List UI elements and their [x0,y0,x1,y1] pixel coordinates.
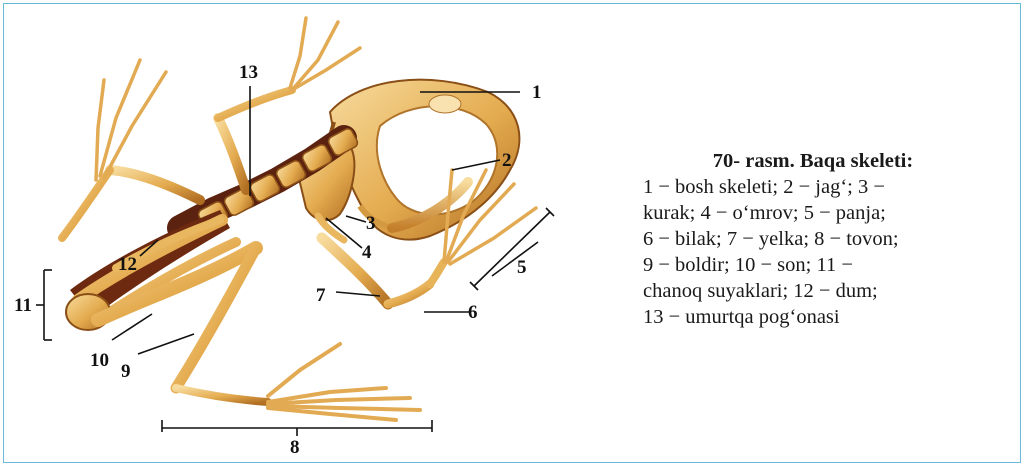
bracket-5 [470,208,554,290]
caption-line: 6 − bilak; 7 − yelka; 8 − tovon; [643,226,1023,252]
caption-line: 13 − umurtqa pog‘onasi [643,304,1023,330]
label-4: 4 [362,243,372,262]
bracket-11 [36,270,52,340]
label-5: 5 [517,258,527,277]
label-11: 11 [14,296,32,315]
label-8: 8 [290,438,300,457]
label-13: 13 [239,63,258,82]
label-12: 12 [118,255,137,274]
label-1: 1 [532,83,542,102]
caption-line: 1 − bosh skeleti; 2 − jag‘; 3 − [643,174,1023,200]
label-3: 3 [366,214,376,233]
label-2: 2 [502,151,512,170]
caption-title: 70- rasm. Baqa skeleti: [643,148,983,174]
label-9: 9 [121,362,131,381]
label-6: 6 [468,303,478,322]
left-forelimb [62,60,200,238]
bracket-8 [162,420,432,436]
leader-9 [138,334,194,354]
caption-line: kurak; 4 − o‘mrov; 5 − panja; [643,200,1023,226]
caption-line: 9 − boldir; 10 − son; 11 − [643,252,1023,278]
label-10: 10 [90,351,109,370]
figure-caption: 70- rasm. Baqa skeleti: 1 − bosh skeleti… [643,148,1023,330]
leader-3 [346,216,366,222]
label-7: 7 [316,286,326,305]
caption-line: chanoq suyaklari; 12 − dum; [643,278,1023,304]
